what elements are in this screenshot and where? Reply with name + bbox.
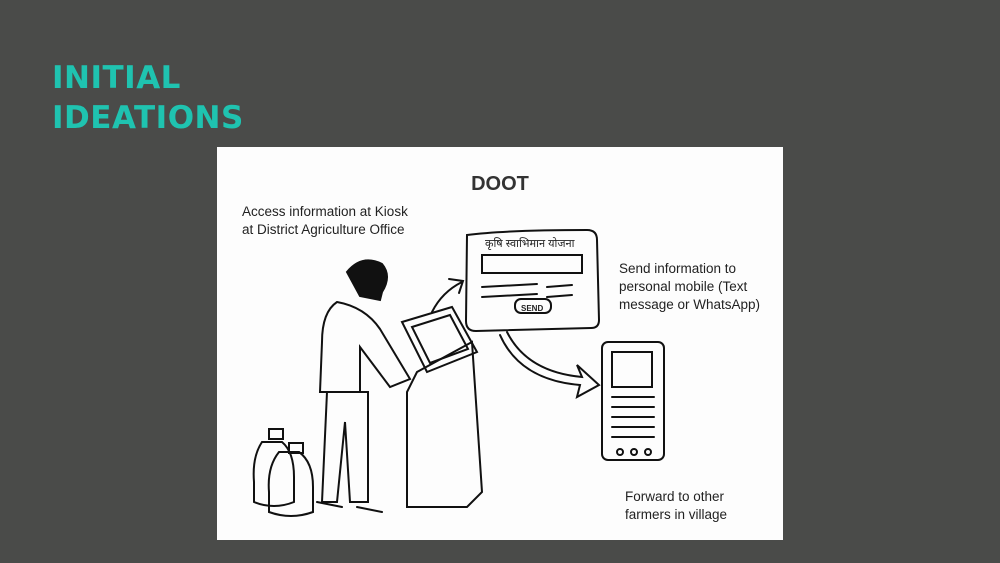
arrow-curved-icon xyxy=(499,331,601,399)
sketch-illustration: DOOT Access information at Kiosk at Dist… xyxy=(217,147,783,540)
send-caption: Send information to personal mobile (Tex… xyxy=(619,261,761,312)
slide-title: INITIAL IDEATIONS xyxy=(52,58,244,138)
kiosk-caption: Access information at Kiosk at District … xyxy=(242,204,408,237)
person-icon xyxy=(316,259,412,513)
title-line-1: INITIAL xyxy=(52,60,181,96)
sketch-heading: DOOT xyxy=(471,173,529,195)
kiosk-icon xyxy=(400,305,484,508)
mobile-phone-icon xyxy=(601,341,665,461)
screen-header: कृषि स्वाभिमान योजना xyxy=(485,238,575,250)
forward-caption: Forward to other farmers in village xyxy=(625,489,728,522)
kiosk-screen-mockup xyxy=(464,228,601,333)
send-button-sketch: SEND xyxy=(521,304,544,313)
title-line-2: IDEATIONS xyxy=(52,100,244,136)
sketch-drawing xyxy=(252,228,665,517)
milk-cans-icon xyxy=(252,428,314,517)
arrow-up-icon xyxy=(431,278,465,313)
